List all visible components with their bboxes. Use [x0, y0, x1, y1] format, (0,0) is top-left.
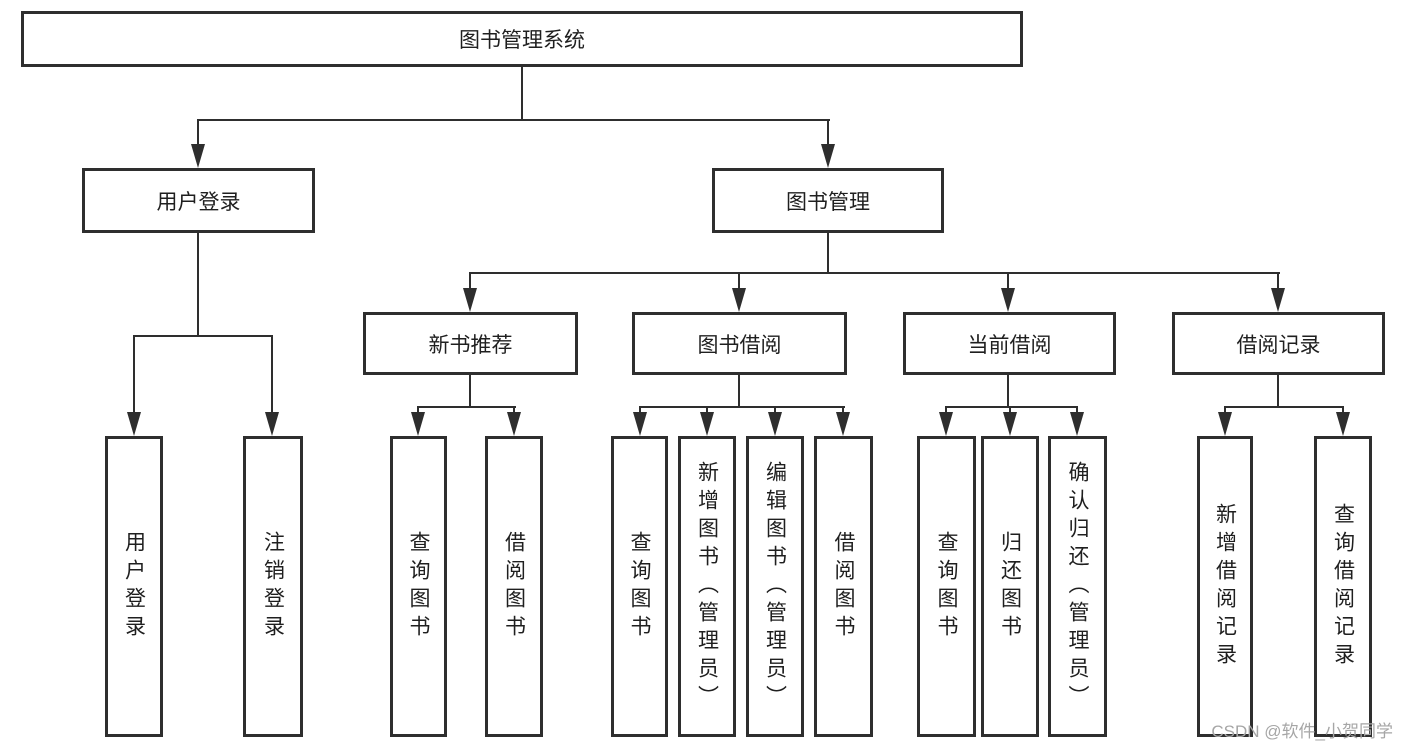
connector-current-stem [1007, 375, 1009, 406]
node-leaf-records-query-record: 查询借阅记录 [1314, 436, 1372, 737]
connector-drop-rec-query [417, 406, 419, 414]
connector-drop-logout [271, 335, 273, 414]
connector-drop-book-management [827, 119, 829, 146]
connector-drop-cur-confirm [1076, 406, 1078, 414]
connector-drop-borrow [738, 272, 740, 290]
arrowhead-bor-query [633, 412, 647, 436]
node-leaf-borrow-query-books: 查询图书 [611, 436, 668, 737]
connector-borrow-stem [738, 375, 740, 406]
node-current-borrowing-label: 当前借阅 [967, 333, 1052, 357]
connector-level2-rail [197, 119, 830, 121]
arrowhead-cur-query [939, 412, 953, 436]
connector-drop-bor-edit [774, 406, 776, 414]
node-library-management-system: 图书管理系统 [21, 11, 1023, 67]
node-leaf-recommend-query-books: 查询图书 [390, 436, 447, 737]
arrowhead-rec-borrow [507, 412, 521, 436]
connector-borrow-rail [639, 406, 845, 408]
connector-drop-bor-borrow [842, 406, 844, 414]
arrowhead-borrow [732, 288, 746, 312]
connector-drop-recommend [469, 272, 471, 290]
node-leaf-borrow-borrow-books: 借阅图书 [814, 436, 873, 737]
connector-recommend-stem [469, 375, 471, 406]
connector-records-stem [1277, 375, 1279, 406]
connector-drop-bor-query [639, 406, 641, 414]
node-borrowing-records: 借阅记录 [1172, 312, 1385, 375]
connector-drop-login [133, 335, 135, 414]
arrowhead-records [1271, 288, 1285, 312]
arrowhead-user-login [191, 144, 205, 168]
arrowhead-cur-return [1003, 412, 1017, 436]
node-leaf-records-add-record: 新增借阅记录 [1197, 436, 1253, 737]
connector-book-management-stem [827, 233, 829, 272]
arrowhead-current [1001, 288, 1015, 312]
node-user-login-branch-label: 用户登录 [156, 190, 241, 214]
arrowhead-bor-borrow [836, 412, 850, 436]
connector-drop-rcd-add [1224, 406, 1226, 414]
connector-recommend-rail [417, 406, 516, 408]
node-leaf-borrow-edit-books-admin: 编辑图书（管理员） [746, 436, 804, 737]
node-leaf-borrow-add-books-admin: 新增图书（管理员） [678, 436, 736, 737]
node-user-login-branch: 用户登录 [82, 168, 315, 233]
arrowhead-cur-confirm [1070, 412, 1084, 436]
node-current-borrowing: 当前借阅 [903, 312, 1116, 375]
connector-drop-user-login [197, 119, 199, 146]
connector-records-rail [1224, 406, 1344, 408]
arrowhead-login [127, 412, 141, 436]
node-leaf-current-confirm-return-admin: 确认归还（管理员） [1048, 436, 1107, 737]
connector-drop-cur-query [945, 406, 947, 414]
arrowhead-bor-add [700, 412, 714, 436]
node-new-book-recommend-label: 新书推荐 [428, 333, 513, 357]
connector-drop-rec-borrow [513, 406, 515, 414]
connector-drop-rcd-query [1342, 406, 1344, 414]
connector-level3-rail [469, 272, 1280, 274]
connector-drop-bor-add [706, 406, 708, 414]
node-book-borrowing: 图书借阅 [632, 312, 847, 375]
node-library-management-system-label: 图书管理系统 [459, 29, 585, 52]
connector-drop-current [1007, 272, 1009, 290]
connector-drop-cur-return [1009, 406, 1011, 414]
connector-user-login-stem [197, 233, 199, 335]
connector-user-login-rail [133, 335, 273, 337]
arrowhead-rcd-query [1336, 412, 1350, 436]
node-leaf-current-query-books: 查询图书 [917, 436, 976, 737]
connector-drop-records [1277, 272, 1279, 290]
connector-root-stem [521, 67, 523, 119]
watermark: CSDN @软件_小贺同学 [1211, 722, 1393, 741]
node-book-borrowing-label: 图书借阅 [697, 333, 782, 357]
arrowhead-rcd-add [1218, 412, 1232, 436]
arrowhead-book-management [821, 144, 835, 168]
node-book-management-branch: 图书管理 [712, 168, 944, 233]
node-leaf-logout: 注销登录 [243, 436, 303, 737]
arrowhead-bor-edit [768, 412, 782, 436]
node-leaf-recommend-borrow-books: 借阅图书 [485, 436, 543, 737]
node-book-management-branch-label: 图书管理 [786, 190, 870, 214]
arrowhead-logout [265, 412, 279, 436]
connector-current-rail [945, 406, 1078, 408]
node-leaf-user-login: 用户登录 [105, 436, 163, 737]
arrowhead-rec-query [411, 412, 425, 436]
node-new-book-recommend: 新书推荐 [363, 312, 578, 375]
arrowhead-recommend [463, 288, 477, 312]
node-leaf-current-return-books: 归还图书 [981, 436, 1039, 737]
node-borrowing-records-label: 借阅记录 [1236, 333, 1321, 357]
